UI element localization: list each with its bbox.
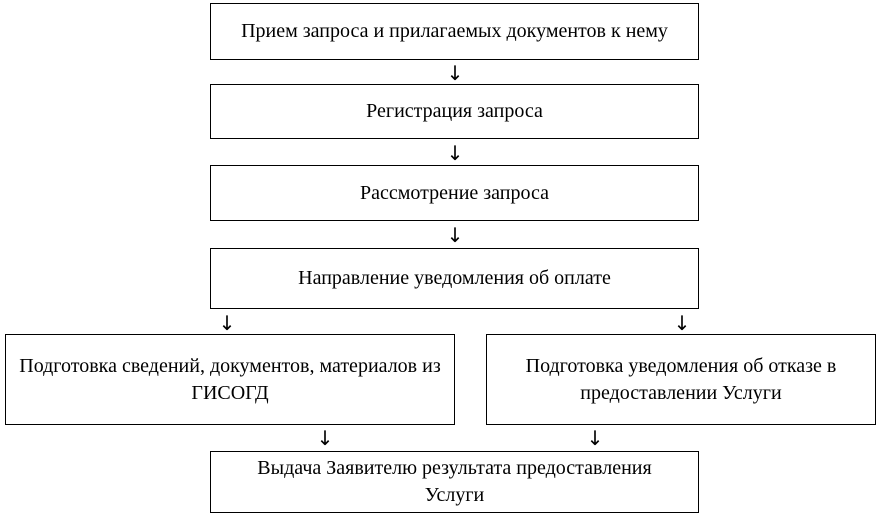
arrow-down: ↓ [446, 223, 464, 247]
arrow-down: ↓ [446, 141, 464, 165]
step-receive-request-label: Прием запроса и прилагаемых документов к… [241, 20, 668, 42]
arrow-down-right: ↓ [673, 311, 691, 335]
step-prepare-refusal: Подготовка уведомления об отказе в предо… [486, 334, 876, 425]
arrow-down-left: ↓ [218, 311, 236, 335]
step-payment-notice-label: Направление уведомления об оплате [298, 267, 611, 289]
step-review-request-label: Рассмотрение запроса [359, 181, 549, 204]
arrow-down-right-result: ↓ [586, 426, 604, 450]
arrow-down: ↓ [446, 61, 464, 85]
step-prepare-refusal-label: Подготовка уведомления об отказе в предо… [525, 354, 837, 404]
step-issue-result: Выдача Заявителю результата предоставлен… [210, 451, 699, 513]
step-register-request-label: Регистрация запроса [366, 100, 543, 122]
step-payment-notice: Направление уведомления об оплате [210, 248, 699, 309]
step-register-request: Регистрация запроса [210, 84, 699, 139]
step-issue-result-label: Выдача Заявителю результата предоставлен… [257, 457, 652, 506]
step-receive-request: Прием запроса и прилагаемых документов к… [210, 3, 699, 60]
step-prepare-info-label: Подготовка сведений, документов, материа… [19, 354, 441, 404]
step-prepare-info: Подготовка сведений, документов, материа… [5, 334, 455, 425]
step-review-request: Рассмотрение запроса [210, 165, 699, 221]
arrow-down-left-result: ↓ [316, 426, 334, 450]
